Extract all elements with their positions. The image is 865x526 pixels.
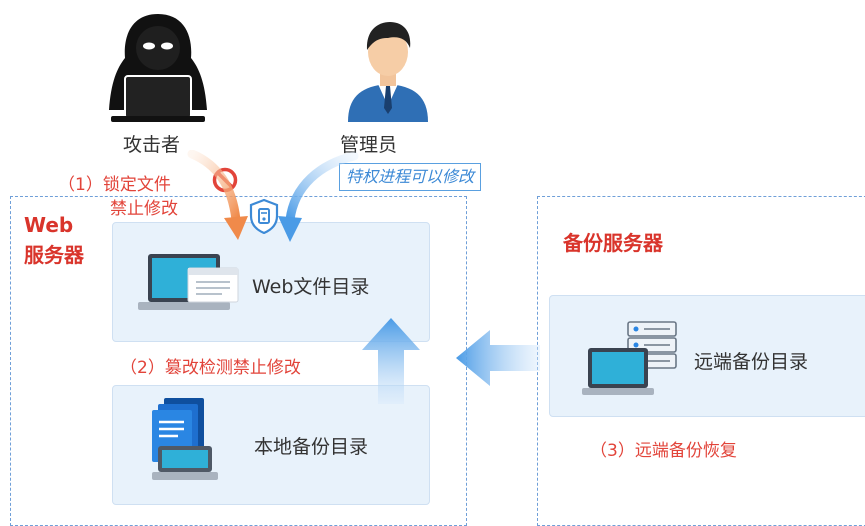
server-laptop-icon [582,318,682,402]
local-backup-label: 本地备份目录 [254,436,369,458]
up-arrow [362,318,420,404]
admin-arrow [276,150,360,245]
web-server-title-line2: 服务器 [24,243,84,267]
lock-note-line2: 禁止修改 [110,199,178,219]
remote-restore-note: （3）远端备份恢复 [590,441,737,461]
admin-person-icon [340,16,436,124]
attacker-label: 攻击者 [123,134,181,156]
privileged-note: 特权进程可以修改 [339,163,482,191]
backup-server-title: 备份服务器 [563,231,663,255]
lock-note: （1）锁定文件 禁止修改 [58,173,178,221]
remote-dir-label: 远端备份目录 [694,351,809,373]
tamper-note: （2）篡改检测禁止修改 [120,358,301,378]
lock-note-line1: （1）锁定文件 [58,175,171,195]
web-dir-label: Web文件目录 [252,276,370,298]
shield-icon [249,198,279,234]
laptop-document-icon [138,250,242,316]
web-server-title-line1: Web [24,213,74,237]
left-arrow [456,330,540,386]
attacker-arrow [186,150,256,245]
hacker-icon [103,10,213,122]
web-server-title: Web 服务器 [24,210,84,270]
document-stack-icon [150,396,220,488]
admin-label: 管理员 [340,134,398,156]
